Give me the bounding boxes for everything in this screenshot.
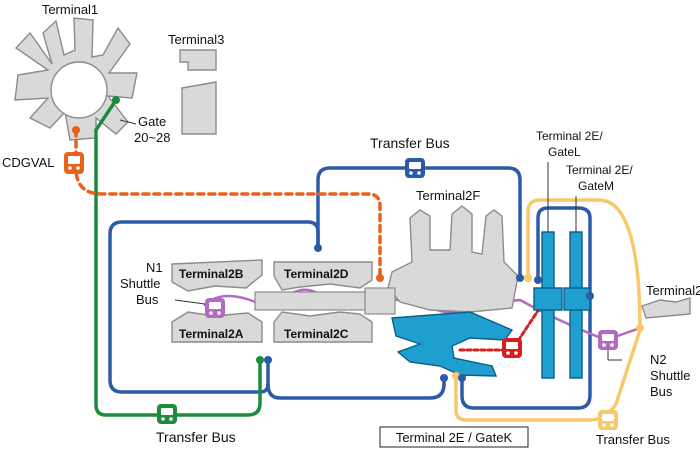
terminal2e-gatek-building[interactable] [391,311,514,377]
n1-label-line2: Shuttle [120,276,160,291]
gatem-label-line2: GateM [578,179,614,193]
n2-label-line1: N2 [650,352,667,367]
title-box [379,426,529,448]
train-icon-n2[interactable] [598,330,618,350]
cdgval-label: CDGVAL [2,155,55,170]
bus-icon-green[interactable] [157,404,177,424]
terminal2e-gatem-building[interactable] [563,231,591,379]
transfer-bus-blue-left-route [108,220,320,394]
terminal2g-label: Terminal2G [646,283,700,298]
terminal2g-building[interactable] [641,297,691,319]
terminal2f-building[interactable] [387,205,519,313]
terminal2e-gatek-title: Terminal 2E / GateK [396,430,513,445]
transfer-bus-green-route [94,98,262,417]
transfer-bus-yellow-route [454,198,642,422]
n1-label-line1: N1 [146,260,163,275]
train-icon-red[interactable] [502,338,522,358]
terminal3-label: Terminal3 [168,32,224,47]
transfer-bus-bottom-left-label: Transfer Bus [156,429,236,445]
terminal2f-label: Terminal2F [416,188,480,203]
n2-label-line2: Shuttle [650,368,690,383]
terminal2a-label: Terminal2A [179,327,244,341]
n1-label-line3: Bus [136,292,159,307]
terminal2c-building[interactable] [273,311,373,343]
cdgval-route [74,128,382,280]
gate-label-line2: 20~28 [134,130,171,145]
bus-icon[interactable] [405,158,425,178]
transfer-bus-top-label: Transfer Bus [370,135,450,151]
gate-label-line1: Gate [138,114,166,129]
terminal2b-building[interactable] [171,259,263,292]
terminal2c-label: Terminal2C [284,327,349,341]
gatel-label-line1: Terminal 2E/ [536,129,603,143]
gatel-label-line2: GateL [548,145,581,159]
terminal2e-gatel-building[interactable] [533,231,563,379]
bus-icon-yellow[interactable] [598,410,618,430]
terminal2a-building[interactable] [171,311,263,343]
train-icon-n1[interactable] [205,298,225,318]
terminal2d-label: Terminal2D [284,267,349,281]
cdgval-train-icon[interactable] [64,152,84,174]
terminal1-building[interactable] [14,17,138,141]
transfer-bus-bottom-right-label: Transfer Bus [596,432,670,447]
terminal2d-building[interactable] [273,261,373,291]
gatem-label-line1: Terminal 2E/ [566,163,633,177]
terminal3-building[interactable] [179,49,217,135]
n2-label-line3: Bus [650,384,673,399]
terminal1-label: Terminal1 [42,2,98,17]
terminal2b-label: Terminal2B [179,267,244,281]
